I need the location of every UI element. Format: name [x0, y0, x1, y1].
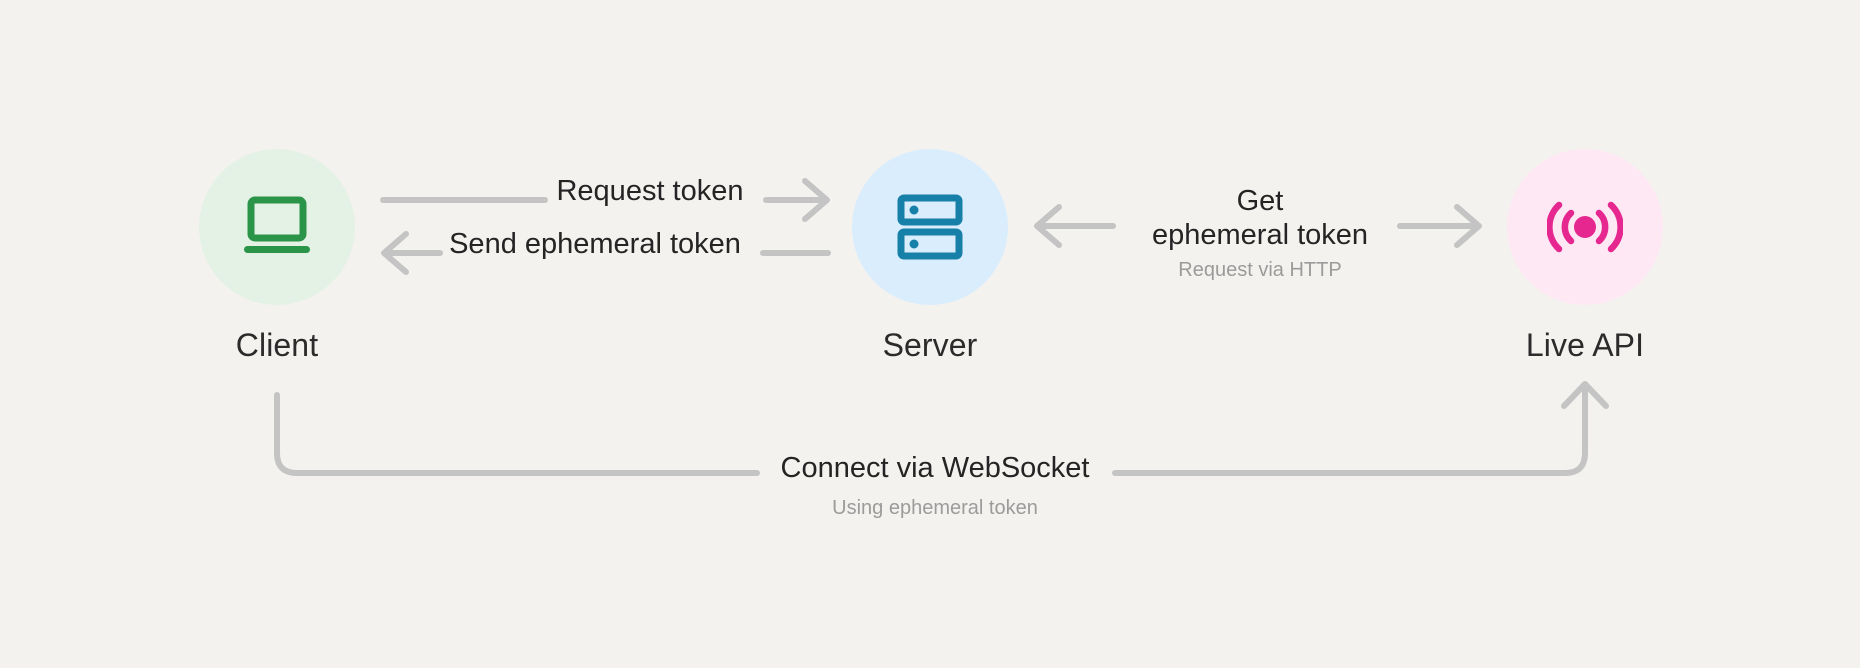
flow-get-ephemeral-token-title-line1: Get — [1236, 185, 1284, 217]
flow-send-ephemeral-token-title: Send ephemeral token — [449, 228, 741, 260]
node-client[interactable]: Client — [167, 149, 387, 361]
flow-label-get-ephemeral-token: Get ephemeral token Request via HTTP — [1140, 185, 1380, 283]
node-live-api-circle — [1507, 149, 1663, 305]
node-server[interactable]: Server — [820, 149, 1040, 361]
server-rack-icon — [897, 194, 963, 260]
flow-label-connect-websocket: Connect via WebSocket Using ephemeral to… — [760, 452, 1110, 521]
flow-get-ephemeral-token-title-line2: ephemeral token — [1151, 218, 1369, 251]
connector-get-token-left — [1034, 204, 1116, 248]
laptop-icon — [244, 196, 310, 253]
connector-get-token-right — [1397, 204, 1482, 248]
flow-connect-websocket-subtitle: Using ephemeral token — [832, 496, 1038, 519]
flow-label-send-ephemeral-token: Send ephemeral token — [430, 228, 760, 262]
arrowhead-up-icon — [1561, 381, 1609, 409]
node-client-label: Client — [235, 327, 319, 363]
arrowhead-left-icon — [381, 231, 409, 275]
node-server-label: Server — [882, 327, 978, 363]
arrowhead-left-icon — [1034, 204, 1062, 248]
flow-get-ephemeral-token-subtitle: Request via HTTP — [1178, 259, 1342, 282]
node-server-circle — [852, 149, 1008, 305]
flow-connect-websocket-title: Connect via WebSocket — [780, 452, 1090, 484]
node-live-api[interactable]: Live API — [1475, 149, 1695, 361]
node-live-api-label: Live API — [1525, 327, 1645, 363]
node-client-circle — [199, 149, 355, 305]
broadcast-signal-icon — [1547, 201, 1623, 253]
flow-label-request-token: Request token — [540, 175, 760, 209]
flow-request-token-title: Request token — [556, 175, 744, 207]
